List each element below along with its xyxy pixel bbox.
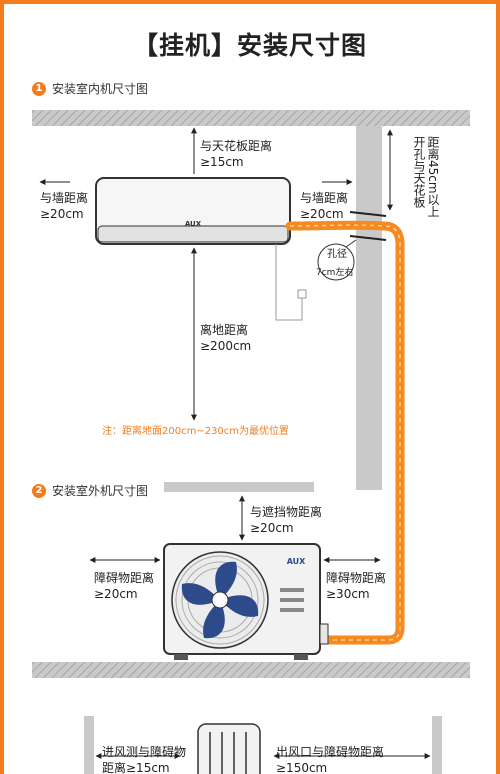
section-indoor-heading: 1 安装室内机尺寸图 bbox=[32, 80, 148, 97]
ground bbox=[32, 662, 470, 678]
installation-diagram: AUX AUX bbox=[32, 110, 470, 774]
right-obstacle-distance-label: 障碍物距离 ≥30cm bbox=[326, 571, 387, 601]
outdoor-brand-logo: AUX bbox=[287, 557, 306, 566]
indoor-brand-logo: AUX bbox=[185, 220, 202, 228]
ceiling bbox=[32, 110, 470, 126]
hole-size-value: 7cm左右 bbox=[316, 268, 354, 278]
outdoor-unit bbox=[163, 543, 329, 660]
drain-line bbox=[275, 244, 303, 321]
optimal-height-note: 注：距离地面200cm~230cm为最优位置 bbox=[102, 426, 290, 437]
wall-column bbox=[356, 126, 382, 490]
left-wall-distance-label: 与墙距离 ≥20cm bbox=[40, 191, 89, 221]
section-number-badge: 2 bbox=[32, 483, 46, 498]
fan-blades bbox=[181, 561, 259, 639]
page-title: 【挂机】安装尺寸图 bbox=[132, 31, 367, 60]
hole-position-note: 距离45cm以上 开孔与天花板 bbox=[412, 136, 440, 218]
section-outdoor-heading: 2 安装室外机尺寸图 bbox=[32, 482, 148, 499]
hole-size-label: 孔径 bbox=[327, 249, 347, 260]
right-wall-distance-label: 与墙距离 ≥20cm bbox=[300, 191, 349, 221]
top-obstacle bbox=[164, 482, 314, 492]
section-outdoor-label: 安装室外机尺寸图 bbox=[52, 484, 149, 498]
floor-distance-label: 离地距离 ≥200cm bbox=[200, 323, 252, 353]
section-number-badge: 1 bbox=[32, 81, 46, 96]
ceiling-distance-label: 与天花板距离 ≥15cm bbox=[200, 139, 273, 169]
outlet-obstacle-distance-label: 出风口与障碍物距离 ≥150cm bbox=[276, 745, 385, 774]
page: 【挂机】安装尺寸图 1 安装室内机尺寸图 bbox=[4, 4, 496, 774]
section-indoor-label: 安装室内机尺寸图 bbox=[52, 82, 149, 96]
indoor-unit bbox=[95, 177, 291, 245]
left-obstacle-distance-label: 障碍物距离 ≥20cm bbox=[94, 571, 155, 601]
outdoor-unit-side-view bbox=[197, 723, 261, 774]
left-obstacle bbox=[84, 716, 94, 774]
top-obstacle-distance-label: 与遮挡物距离 ≥20cm bbox=[250, 505, 323, 535]
right-obstacle bbox=[432, 716, 442, 774]
inlet-obstacle-distance-label: 进风测与障碍物 距离≥15cm bbox=[102, 745, 187, 774]
hole-callout bbox=[317, 243, 355, 281]
